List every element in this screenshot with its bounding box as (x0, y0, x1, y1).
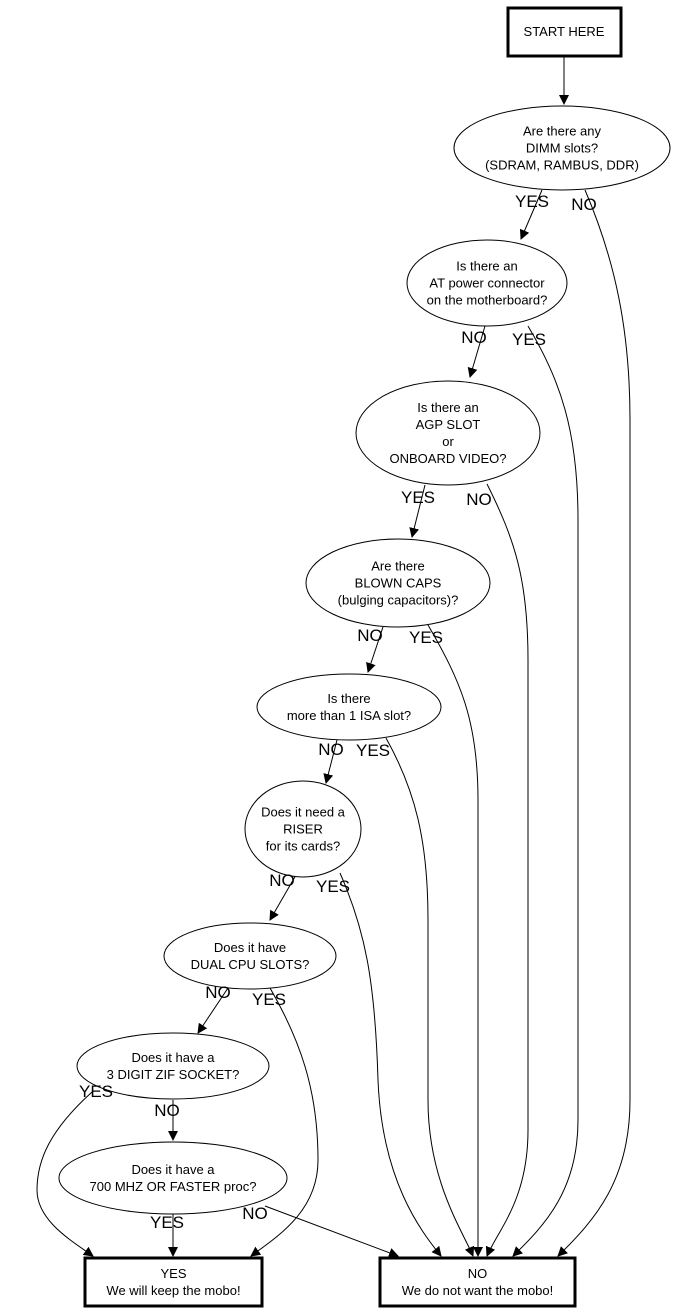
q1-no-edge (557, 189, 631, 1257)
node-label-line: Does it have a (131, 1162, 215, 1177)
question-node-2: Is there an AT power connector on the moth… (406, 239, 568, 327)
outcome-reject: NO We do not want the mobo! (378, 1256, 577, 1308)
start-label: START HERE (524, 24, 605, 39)
q2-yes-edge (512, 325, 579, 1257)
edge-label-q8-no: NO (154, 1101, 180, 1120)
question-node-9: Does it have a 700 MHZ OR FASTER proc? (58, 1141, 288, 1215)
edge-label-q4-yes: YES (409, 628, 443, 647)
edge-label-q7-yes: YES (252, 990, 286, 1009)
node-label-line: more than 1 ISA slot? (287, 708, 411, 723)
node-label-line: BLOWN CAPS (355, 576, 442, 591)
node-label-line: DUAL CPU SLOTS? (191, 957, 310, 972)
q3-yes-edge (409, 484, 426, 538)
question-node-5: Is there more than 1 ISA slot? (256, 673, 442, 741)
q6-no-edge (269, 874, 297, 921)
q3-no-edge (485, 483, 529, 1257)
outcome-keep: YES We will keep the mobo! (83, 1256, 264, 1308)
node-label-line: We do not want the mobo! (402, 1283, 554, 1298)
node-label-line: or (442, 434, 454, 449)
node-label-line: Does it have (214, 940, 286, 955)
edge-label-q2-yes: YES (512, 330, 546, 349)
node-label-line: RISER (283, 822, 323, 837)
edge-label-q4-no: NO (357, 626, 383, 645)
node-label-line: AGP SLOT (416, 417, 481, 432)
q1-yes-edge (519, 189, 543, 240)
q4-no-edge (366, 626, 384, 673)
edge-label-q3-no: NO (466, 490, 492, 509)
edge-label-q1-no: NO (571, 195, 597, 214)
edge-label-q5-yes: YES (356, 741, 390, 760)
edge-label-q1-yes: YES (515, 192, 549, 211)
edge-label-q6-yes: YES (316, 877, 350, 896)
node-label: Does it need a RISER for its cards? (261, 805, 346, 854)
node-label: Is there an AT power connector on the moth… (427, 259, 548, 308)
node-label: NO We do not want the mobo! (402, 1266, 554, 1298)
node-label-line: Does it need a (261, 805, 346, 820)
node-label: YES We will keep the mobo! (106, 1266, 240, 1298)
node-label-line: Is there (327, 691, 370, 706)
node-label: Is there more than 1 ISA slot? (287, 691, 411, 723)
edge-label-q9-yes: YES (150, 1213, 184, 1232)
node-label-line: DIMM slots? (526, 141, 598, 156)
q7-yes-edge (250, 987, 319, 1257)
start-node: START HERE (506, 6, 623, 58)
question-node-8: Does it have a 3 DIGIT ZIF SOCKET? (76, 1032, 270, 1100)
q2-no-edge (467, 325, 486, 378)
edge-label-q2-no: NO (461, 328, 487, 347)
edge-label-q5-no: NO (318, 740, 344, 759)
node-label-line: We will keep the mobo! (106, 1283, 240, 1298)
node-label-line: Is there an (417, 400, 478, 415)
edge-label-q9-no: NO (242, 1204, 268, 1223)
node-label-line: ONBOARD VIDEO? (389, 451, 506, 466)
q7-no-edge (197, 987, 229, 1034)
node-label-line: 3 DIGIT ZIF SOCKET? (107, 1067, 240, 1082)
node-label-line: for its cards? (266, 839, 340, 854)
question-node-6: Does it need a RISER for its cards? (244, 780, 362, 878)
edges (36, 56, 631, 1258)
edge-label-q7-no: NO (205, 983, 231, 1002)
node-label-line: on the motherboard? (427, 293, 548, 308)
edge-label-q6-no: NO (269, 871, 295, 890)
node-label-line: Is there an (456, 259, 517, 274)
node-label: Does it have a 700 MHZ OR FASTER proc? (90, 1162, 257, 1194)
node-label-line: Are there (371, 559, 424, 574)
q4-yes-edge (427, 624, 483, 1257)
edge-label-q3-yes: YES (401, 488, 435, 507)
node-label-line: 700 MHZ OR FASTER proc? (90, 1179, 257, 1194)
node-label-line: AT power connector (429, 276, 545, 291)
node-label-line: (SDRAM, RAMBUS, DDR) (485, 158, 639, 173)
q5-no-edge (323, 739, 338, 784)
q6-yes-edge (339, 872, 442, 1257)
node-label-line: YES (160, 1266, 186, 1281)
node-label-line: NO (468, 1266, 488, 1281)
node-label-line: (bulging capacitors)? (338, 593, 459, 608)
q8-yes-edge (36, 1091, 94, 1257)
q9-no-edge (264, 1205, 399, 1258)
node-label-line: Does it have a (131, 1050, 215, 1065)
node-label: Does it have a 3 DIGIT ZIF SOCKET? (107, 1050, 240, 1082)
q5-yes-edge (385, 737, 475, 1257)
node-label-line: Are there any (523, 124, 602, 139)
edge-label-q8-yes: YES (79, 1082, 113, 1101)
edge-labels: YES NO NO YES YES NO NO YES NO YES NO YES NO YES YES NO… (79, 192, 597, 1232)
